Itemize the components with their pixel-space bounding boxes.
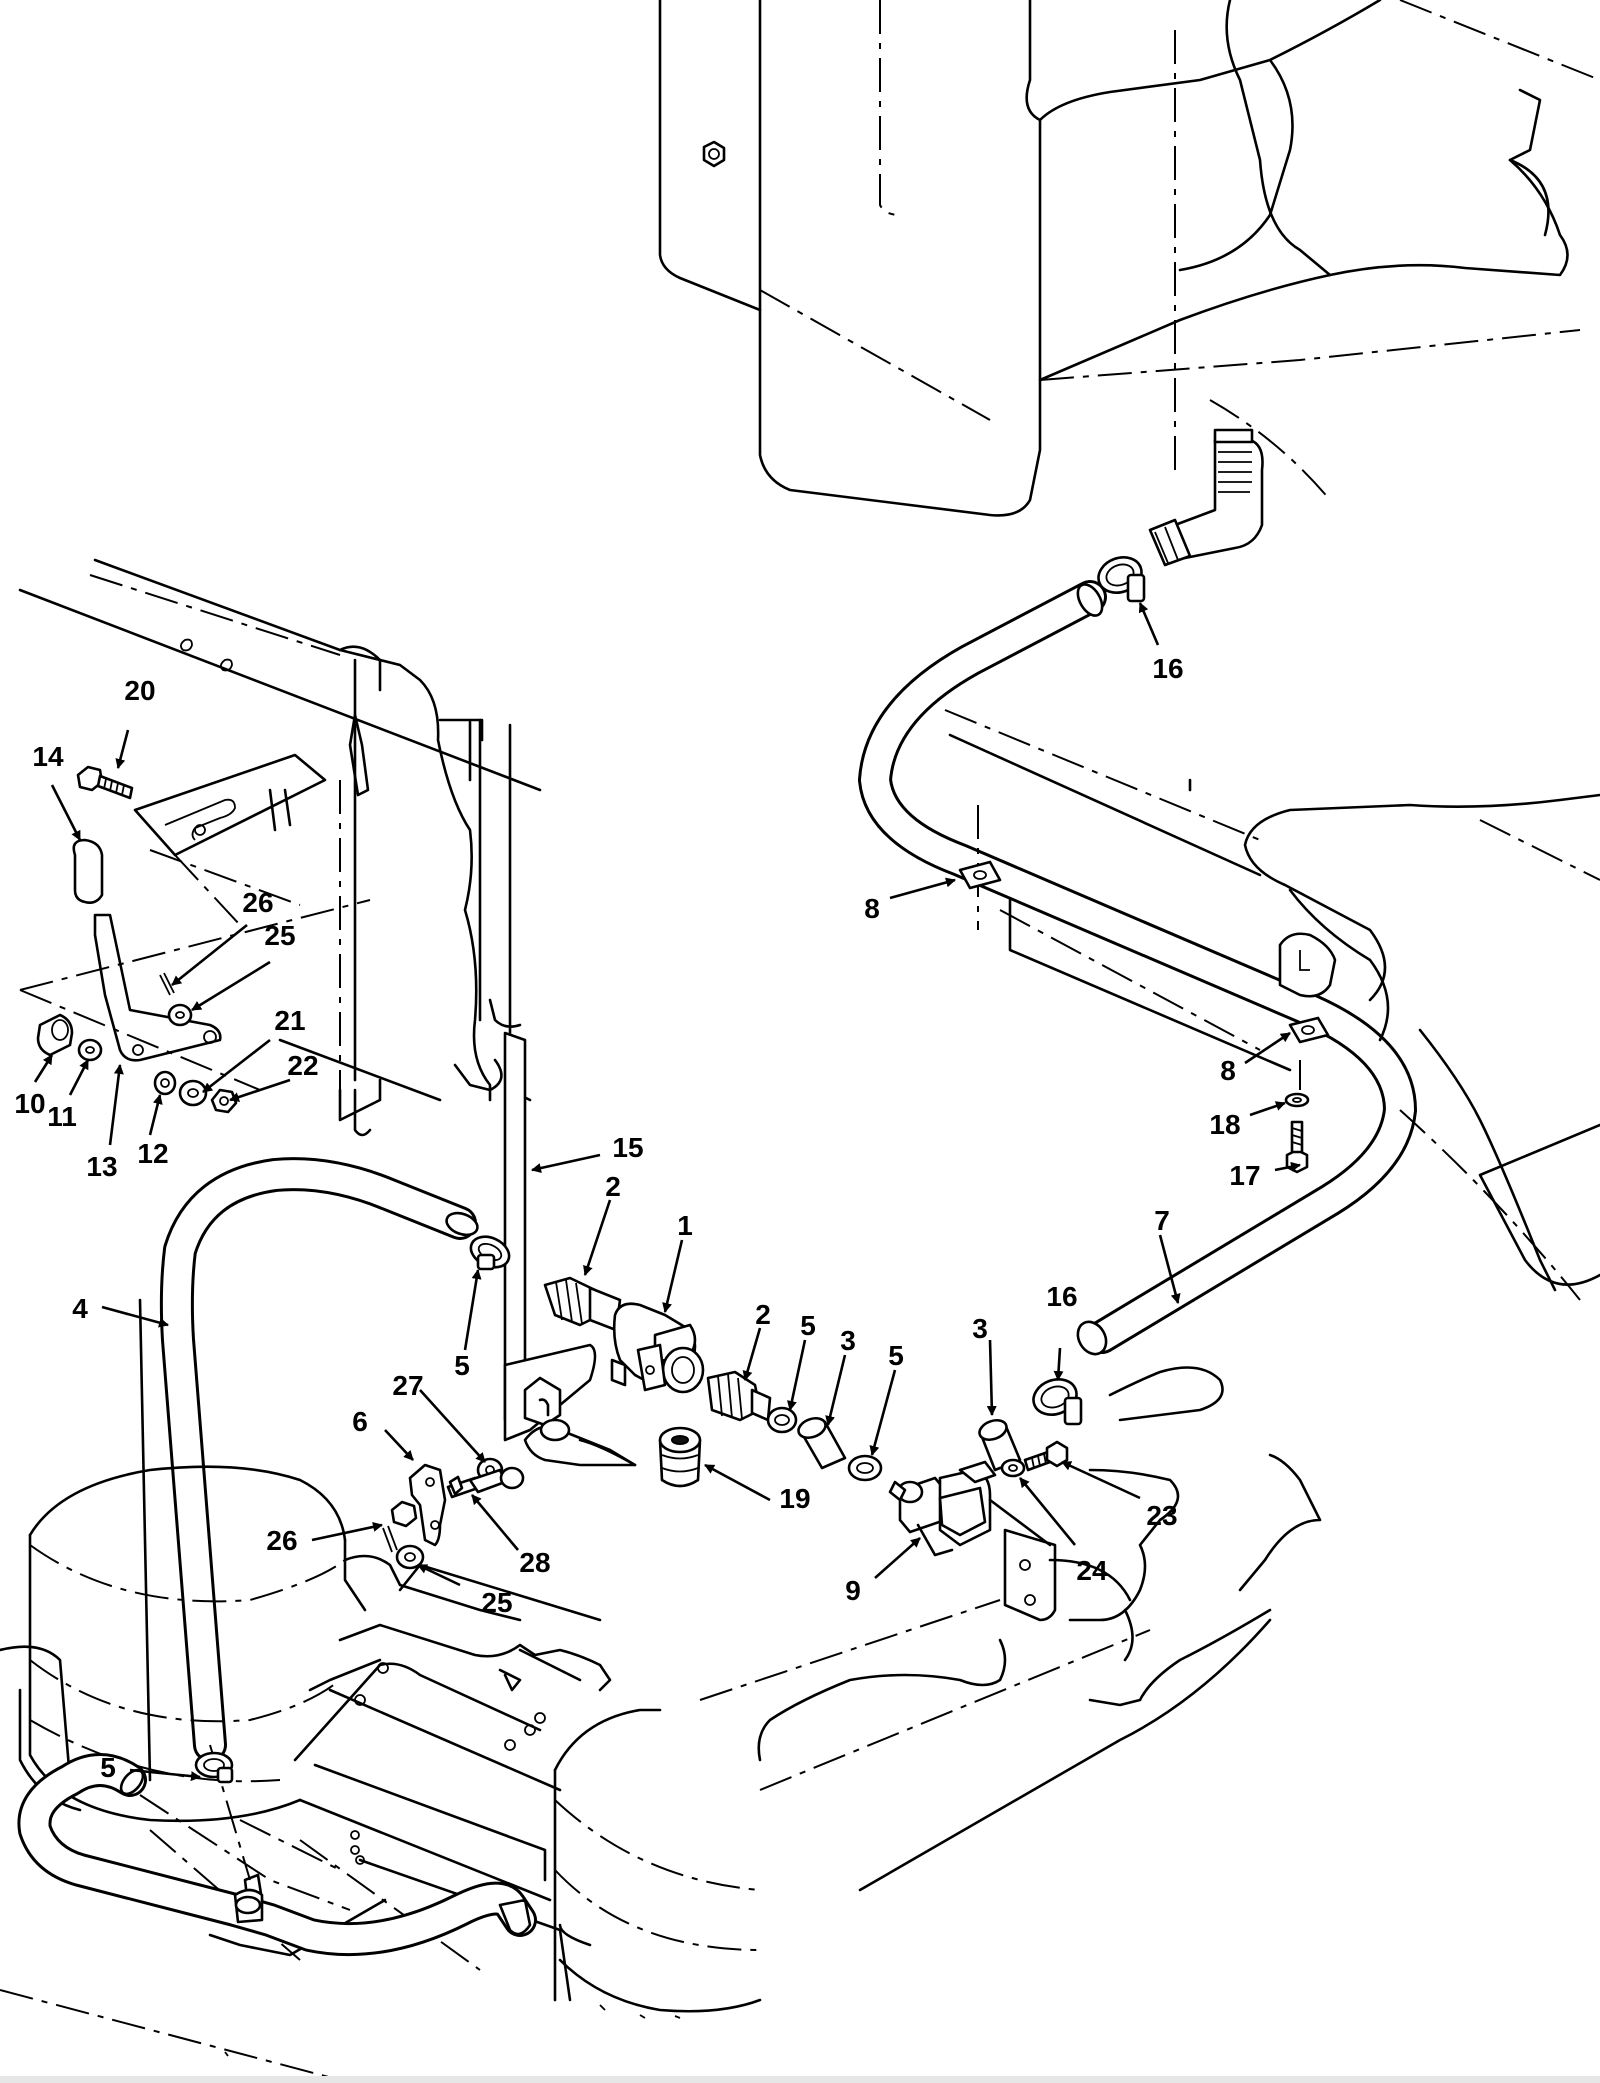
clamp-16-top bbox=[1097, 556, 1146, 603]
callout-8-left: 8 bbox=[864, 893, 880, 924]
callout-24: 24 bbox=[1076, 1555, 1108, 1586]
callout-9: 9 bbox=[845, 1575, 861, 1606]
callout-5-center-right: 5 bbox=[888, 1340, 904, 1371]
clamp-5-upper-left bbox=[469, 1235, 511, 1271]
callout-21: 21 bbox=[274, 1005, 305, 1036]
callout-5-center-left: 5 bbox=[800, 1310, 816, 1341]
bottom-edge-bar bbox=[0, 2076, 1600, 2083]
callout-10: 10 bbox=[14, 1088, 45, 1119]
hose-4 bbox=[159, 1157, 479, 1762]
bracket-with-slot bbox=[76, 753, 327, 926]
callout-12: 12 bbox=[137, 1138, 168, 1169]
callout-5-lower: 5 bbox=[100, 1752, 116, 1783]
callout-5-upper: 5 bbox=[454, 1350, 470, 1381]
callout-2-left: 2 bbox=[605, 1171, 621, 1202]
callout-labels: 1 2 2 3 3 4 5 5 5 5 6 7 8 8 9 10 11 12 1… bbox=[14, 653, 1260, 1783]
callout-1: 1 bbox=[677, 1210, 693, 1241]
callout-28: 28 bbox=[519, 1547, 550, 1578]
right-base-structure bbox=[944, 709, 1600, 1301]
clamp-16-lower bbox=[1032, 1378, 1083, 1426]
clamps-8 bbox=[958, 805, 1330, 1174]
callout-11: 11 bbox=[47, 1101, 77, 1132]
callout-25-lower: 25 bbox=[481, 1587, 512, 1618]
callout-16-top: 16 bbox=[1152, 653, 1183, 684]
washer-24 bbox=[1000, 1458, 1026, 1478]
hose-7 bbox=[858, 580, 1417, 1356]
valve-mount-plate bbox=[503, 1343, 637, 1467]
callout-23: 23 bbox=[1146, 1500, 1177, 1531]
fitting-2-left bbox=[543, 1276, 622, 1332]
callout-4: 4 bbox=[72, 1293, 88, 1324]
upper-housing bbox=[658, 0, 1600, 517]
callout-19: 19 bbox=[779, 1483, 810, 1514]
callout-3-right: 3 bbox=[972, 1313, 988, 1344]
clamp-5-center-right bbox=[847, 1454, 883, 1482]
valve-body-1 bbox=[610, 1302, 705, 1394]
clamp-5-lower bbox=[194, 1751, 234, 1784]
solenoid-bracket bbox=[988, 1498, 1057, 1622]
elbow-fitting bbox=[1148, 428, 1264, 567]
fitting-2-right bbox=[706, 1370, 772, 1422]
screw-23 bbox=[1023, 1440, 1069, 1472]
grommet-19 bbox=[658, 1426, 702, 1488]
callout-18: 18 bbox=[1209, 1109, 1240, 1140]
bottom-hose bbox=[17, 1744, 537, 1957]
callout-7: 7 bbox=[1154, 1205, 1170, 1236]
callout-14: 14 bbox=[32, 741, 64, 772]
callout-8-right: 8 bbox=[1220, 1055, 1236, 1086]
tube-3-right bbox=[978, 1418, 1022, 1472]
callout-17: 17 bbox=[1229, 1160, 1260, 1191]
tube-3-center bbox=[797, 1416, 847, 1470]
link-assembly-6 bbox=[382, 1457, 525, 1570]
callout-15: 15 bbox=[612, 1132, 643, 1163]
callout-3-center: 3 bbox=[840, 1325, 856, 1356]
callout-20: 20 bbox=[124, 675, 155, 706]
callout-2-right: 2 bbox=[755, 1299, 771, 1330]
solenoid-9 bbox=[888, 1460, 997, 1557]
lower-base bbox=[0, 1298, 1322, 2081]
clamp-5-center-left bbox=[766, 1406, 798, 1434]
callout-26-upper: 26 bbox=[242, 887, 273, 918]
callout-27: 27 bbox=[392, 1370, 423, 1401]
callout-arrows bbox=[33, 602, 1301, 1782]
callout-6: 6 bbox=[352, 1406, 368, 1437]
callout-16-lower: 16 bbox=[1046, 1281, 1077, 1312]
callout-22: 22 bbox=[287, 1050, 318, 1081]
callout-25-upper: 25 bbox=[264, 920, 295, 951]
callout-13: 13 bbox=[86, 1151, 117, 1182]
callout-26-lower: 26 bbox=[266, 1525, 297, 1556]
